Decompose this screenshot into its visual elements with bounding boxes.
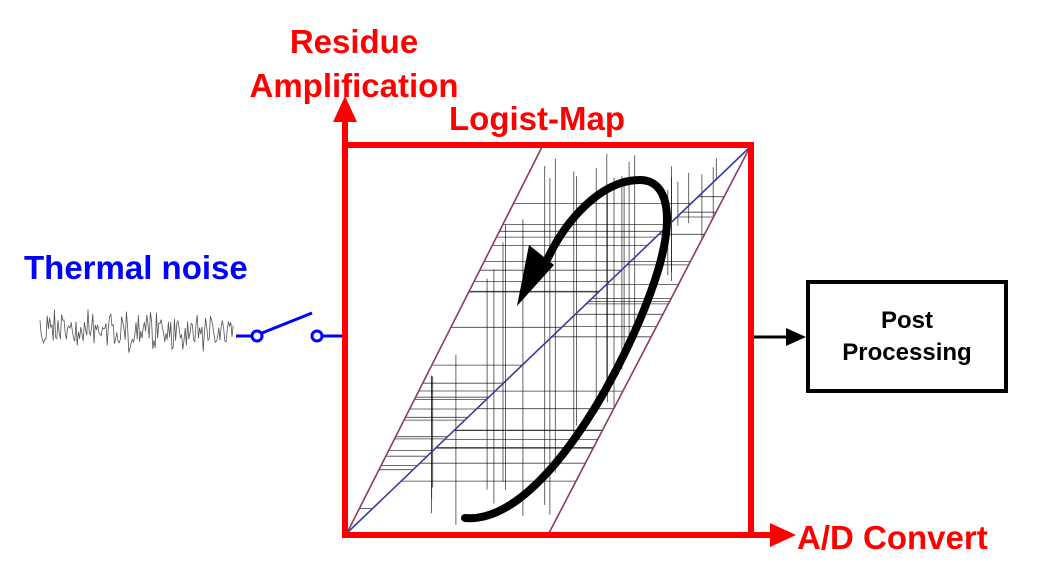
map-title: Logist-Map <box>449 100 625 137</box>
map-frame <box>342 142 754 538</box>
post-processing-box: Post Processing <box>806 280 1008 393</box>
y-axis-arrow <box>333 96 357 145</box>
noise-label: Thermal noise <box>24 249 248 286</box>
y-axis-label-line1: Residue <box>289 23 419 60</box>
y-axis-label: Residue Amplification <box>238 20 470 108</box>
y-axis-label-line2: Amplification <box>249 67 459 104</box>
noise-waveform-icon <box>39 309 234 353</box>
curved-arrow-icon <box>461 175 671 523</box>
post-processing-line1: Post <box>880 306 933 334</box>
x-axis-label: A/D Convert <box>797 519 988 556</box>
switch-icon <box>236 311 342 343</box>
post-processing-line2: Processing <box>842 338 972 366</box>
output-arrow <box>754 328 806 346</box>
identity-line <box>346 146 751 534</box>
x-axis-arrow <box>751 523 796 547</box>
